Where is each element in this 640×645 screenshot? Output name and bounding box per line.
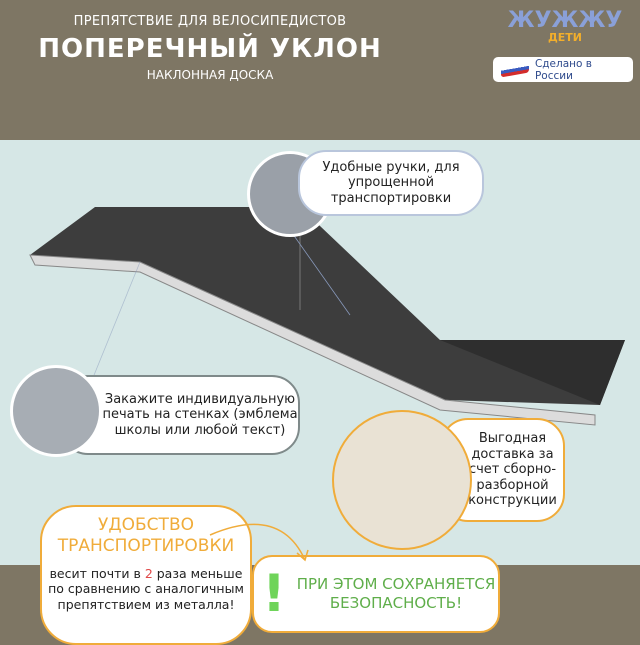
header-caption: НАКЛОННАЯ ДОСКА bbox=[146, 68, 274, 82]
weight-ratio-number: 2 bbox=[144, 565, 153, 581]
safety-box: ! ПРИ ЭТОМ СОХРАНЯЕТСЯ БЕЗОПАСНОСТЬ! bbox=[252, 555, 500, 633]
logo-text: ЖУЖЖУ bbox=[507, 8, 623, 33]
ramp-top-surface bbox=[30, 207, 625, 405]
callout-print-text: Закажите индивидуальную печать на стенка… bbox=[102, 391, 298, 438]
callout-delivery-text: Выгодная доставка за счет сборно-разборн… bbox=[468, 431, 557, 509]
made-in-russia-badge: Сделано в России bbox=[493, 57, 633, 82]
safety-text: ПРИ ЭТОМ СОХРАНЯЕТСЯ БЕЗОПАСНОСТЬ! bbox=[296, 574, 496, 613]
callout-handles-text: Удобные ручки, для упрощенной транспорти… bbox=[322, 159, 460, 206]
packaged-boxes-image bbox=[332, 410, 472, 550]
made-in-label: Сделано в России bbox=[534, 57, 592, 82]
callout-handles: Удобные ручки, для упрощенной транспорти… bbox=[298, 150, 484, 216]
arrow-icon bbox=[209, 523, 309, 562]
page-title: ПОПЕРЕЧНЫЙ УКЛОН bbox=[38, 34, 382, 64]
logo-sub: ДЕТИ bbox=[547, 31, 583, 44]
exclamation-icon: ! bbox=[262, 564, 286, 624]
transport-text: весит почти в 2 раза меньше по сравнению… bbox=[48, 565, 244, 612]
ramp-side-wall bbox=[29, 254, 596, 426]
print-closeup-image bbox=[10, 365, 102, 457]
brand-logo: ЖУЖЖУ ДЕТИ bbox=[500, 8, 630, 58]
header-subtitle: ПРЕПЯТСТВИЕ ДЛЯ ВЕЛОСИПЕДИСТОВ bbox=[73, 14, 347, 29]
ramp-slope bbox=[440, 340, 625, 405]
